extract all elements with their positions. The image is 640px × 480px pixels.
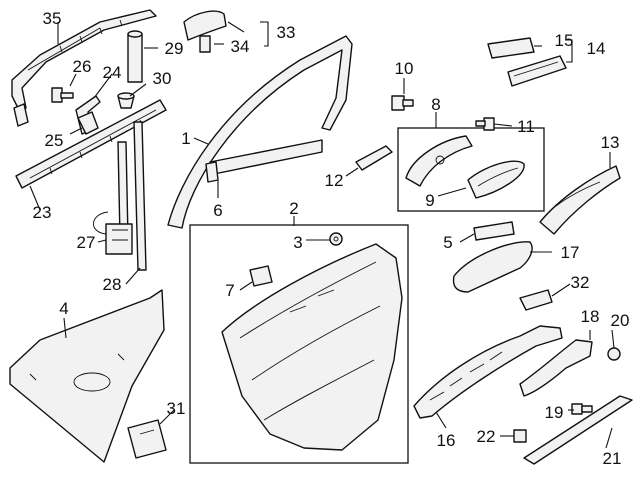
- handle-assembly-frame: [397, 127, 545, 212]
- callout-22: 22: [477, 427, 496, 446]
- part-23-belt-molding: [15, 99, 167, 189]
- part-12-pull-cover: [355, 145, 393, 171]
- callout-labels: 35 29 33 34 26 24 30 25 23 1 6 10 8 11 1…: [33, 9, 630, 468]
- callout-35: 35: [43, 9, 62, 28]
- callout-33: 33: [277, 23, 296, 42]
- part-31-switch: [127, 419, 167, 459]
- callout-21: 21: [603, 449, 622, 468]
- part-15-bin-insert: [487, 37, 535, 59]
- callout-7: 7: [225, 281, 234, 300]
- part-25-pad: [77, 111, 99, 135]
- callout-29: 29: [165, 39, 184, 58]
- part-16-armrest-base: [413, 325, 563, 419]
- part-6-frame-cover: [205, 139, 323, 183]
- callout-13: 13: [601, 133, 620, 152]
- part-20-cap: [607, 347, 621, 361]
- part-3-retainer: [329, 232, 343, 246]
- callout-20: 20: [611, 311, 630, 330]
- part-22-clip: [513, 429, 527, 443]
- callout-18: 18: [581, 307, 600, 326]
- callout-24: 24: [103, 63, 122, 82]
- callout-30: 30: [153, 69, 172, 88]
- callout-1: 1: [181, 129, 190, 148]
- part-5-switch-bezel: [473, 221, 515, 241]
- leader-lines: [29, 21, 615, 449]
- callout-6: 6: [213, 201, 222, 220]
- callout-4: 4: [59, 299, 68, 318]
- callout-27: 27: [77, 233, 96, 252]
- part-9-handle-bezel: [467, 160, 525, 199]
- part-33-handle-cover: [183, 10, 227, 41]
- callout-26: 26: [73, 57, 92, 76]
- part-13-pull-handle-trim: [539, 165, 621, 235]
- callout-15: 15: [555, 31, 574, 50]
- part-21-lower-trim-strip: [523, 395, 633, 465]
- part-28-run-channel: [133, 121, 147, 271]
- callout-10: 10: [395, 59, 414, 78]
- part-27-regulator: [93, 141, 133, 255]
- trim-panel-frame: [189, 224, 409, 464]
- part-10-bolt: [391, 95, 414, 111]
- callout-31: 31: [167, 399, 186, 418]
- callout-3: 3: [293, 233, 302, 252]
- callout-28: 28: [103, 275, 122, 294]
- part-29-rod: [127, 30, 143, 83]
- part-2-door-trim-panel: [221, 243, 403, 451]
- callout-8: 8: [431, 95, 440, 114]
- callout-11: 11: [517, 117, 535, 136]
- callout-32: 32: [571, 273, 590, 292]
- callout-16: 16: [437, 431, 456, 450]
- part-19-screw: [571, 403, 593, 415]
- callout-2: 2: [289, 199, 298, 218]
- callout-5: 5: [443, 233, 452, 252]
- callout-17: 17: [561, 243, 580, 262]
- part-32-cover: [519, 289, 553, 311]
- callout-12: 12: [325, 171, 344, 190]
- part-34-cap: [199, 35, 211, 53]
- part-35-weatherstrip: [11, 9, 157, 127]
- callout-23: 23: [33, 203, 52, 222]
- part-8-inside-handle: [405, 135, 473, 187]
- callout-9: 9: [425, 191, 434, 210]
- callout-14: 14: [587, 39, 606, 58]
- part-7-clip: [249, 265, 273, 287]
- part-14-storage-bin: [507, 55, 567, 87]
- part-26-screw: [51, 87, 74, 103]
- part-1-door-frame-molding: [167, 35, 353, 229]
- callout-34: 34: [231, 37, 250, 56]
- part-4-water-shield: [9, 289, 165, 463]
- part-30-plug: [117, 92, 135, 109]
- callout-19: 19: [545, 403, 564, 422]
- part-18-armrest-bracket: [519, 339, 593, 397]
- callout-25: 25: [45, 131, 64, 150]
- part-17-armrest-pad: [452, 241, 533, 293]
